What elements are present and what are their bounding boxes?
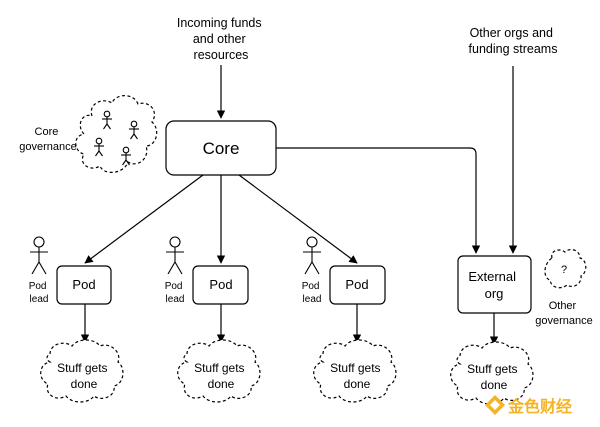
pod-box-2[interactable] [192,265,249,305]
governance-person-icon [121,146,131,166]
external-org-box[interactable] [457,255,532,314]
pod-lead-label: Pod lead [302,281,323,305]
governance-person-icon [102,110,112,130]
watermark-logo: 金色财经 [485,395,572,416]
pod-lead-figure [30,236,48,275]
pod-box-label: Pod [72,277,95,292]
outcome-cloud-3 [313,339,397,403]
pod-box-1[interactable] [56,265,112,305]
other-governance-label: Other governance [535,300,593,327]
arrow-core-to-pod-1 [84,174,204,264]
pod-lead-label: Pod lead [165,281,186,305]
outcome-label: Stuff gets done [330,361,384,391]
core-governance-cloud [75,95,158,173]
outcome-cloud-external [450,341,534,405]
external-org-label: External org [468,269,519,301]
pod-box-label: Pod [345,277,368,292]
outcome-cloud-2 [177,339,261,403]
arrow-core-to-pod-3 [238,174,358,264]
pod-box-label: Pod [209,277,232,292]
governance-person-icon [94,137,104,157]
core-box[interactable] [165,120,277,176]
outcome-label: Stuff gets done [57,361,111,391]
pod-lead-figure [303,236,321,275]
pod-lead-label: Pod lead [29,281,50,305]
question-mark-icon: ? [561,264,567,276]
watermark-logo-icon [485,395,505,415]
outcome-label: Stuff gets done [467,362,521,392]
other-governance-cloud [544,248,587,289]
connectors [80,65,518,345]
core-box-label: Core [203,139,240,158]
pod-box-3[interactable] [329,265,386,305]
incoming-funds-label: Incoming funds and other resources [177,16,265,62]
arrow-core-to-external-org [276,147,481,254]
outcome-label: Stuff gets done [194,361,248,391]
other-orgs-label: Other orgs and funding streams [469,26,558,56]
outcome-cloud-1 [40,339,124,403]
watermark-text: 金色财经 [507,397,572,416]
core-governance-label: Core governance [19,126,77,153]
pod-lead-figure [166,236,184,275]
governance-person-icon [129,120,139,140]
